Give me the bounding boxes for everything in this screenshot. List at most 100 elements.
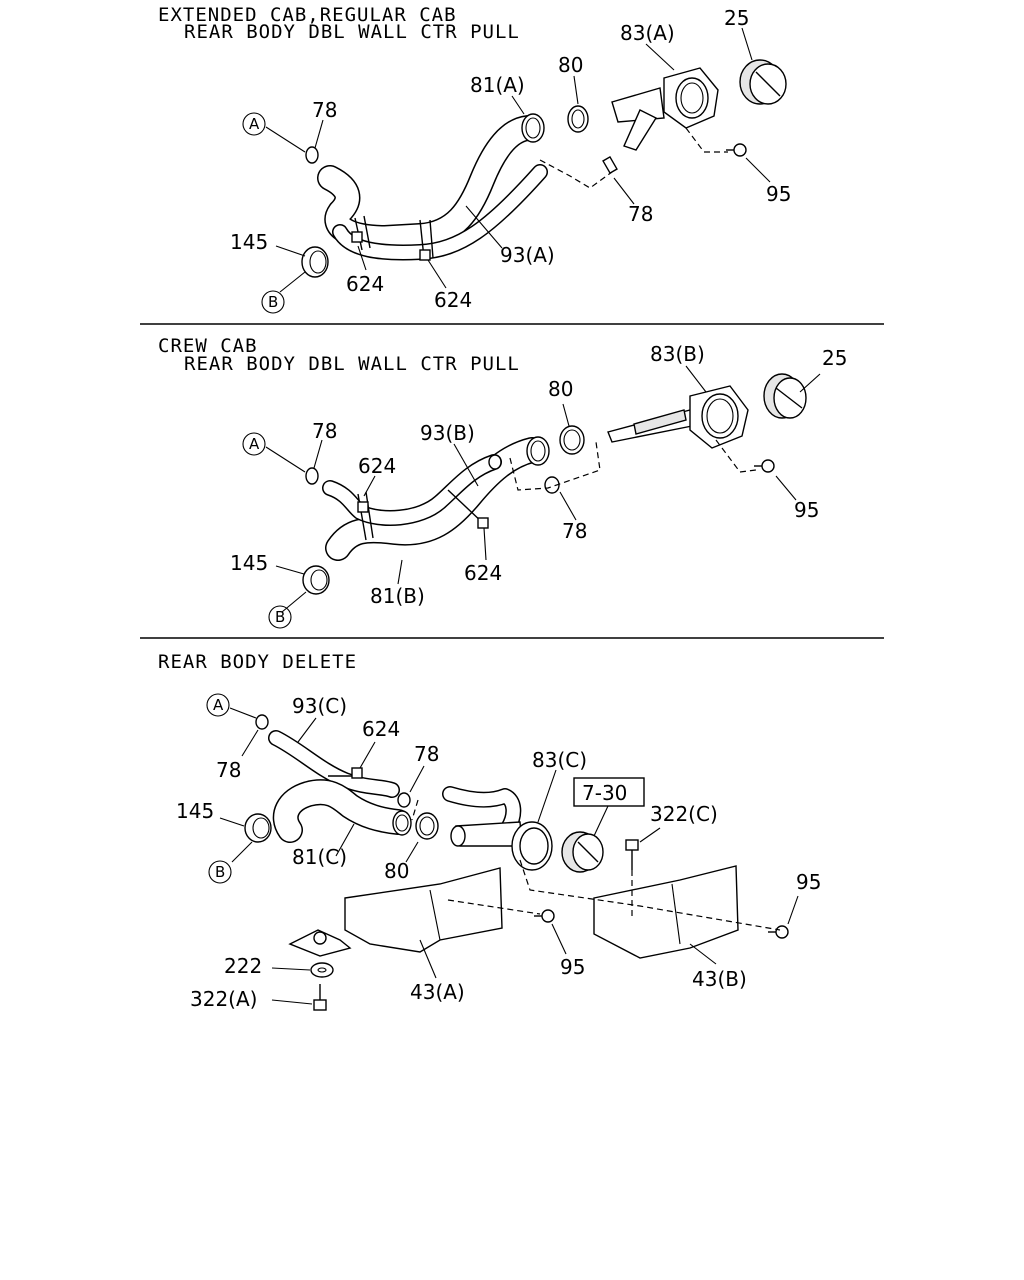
fuel-cap-25 (763, 373, 807, 419)
callout-43a: 43(A) (410, 980, 465, 1004)
connector-a-label: A (249, 435, 260, 453)
callout-624: 624 (362, 717, 400, 741)
clamp-624-left (351, 215, 371, 251)
reference-label: 7-30 (582, 781, 627, 805)
connector-a-marker: A (206, 693, 230, 717)
callout-78-top: 78 (312, 419, 337, 443)
callout-78-left: 78 (216, 758, 241, 782)
callout-93b: 93(B) (420, 421, 475, 445)
callout-145: 145 (230, 230, 268, 254)
clamp-78-small (305, 467, 319, 485)
clamp-80 (567, 105, 589, 133)
clamp-78-lower (544, 476, 560, 494)
connector-dash-2 (685, 127, 728, 153)
filler-hose-81a (317, 113, 545, 251)
callout-95-left: 95 (560, 955, 585, 979)
callout-624-lower: 624 (464, 561, 502, 585)
connector-a-marker: A (242, 432, 266, 456)
connector-b-label: B (268, 293, 278, 311)
clamp-145 (302, 565, 330, 595)
bolt-95-left (534, 909, 555, 923)
washer-222 (310, 962, 334, 978)
bolt-322a (313, 984, 327, 1011)
callout-78-mid: 78 (414, 742, 439, 766)
callout-83b: 83(B) (650, 342, 705, 366)
connector-dash-1 (509, 441, 601, 491)
callout-93c: 93(C) (292, 694, 347, 718)
connector-dash-2 (447, 899, 541, 915)
callout-25: 25 (822, 346, 847, 370)
callout-81c: 81(C) (292, 845, 347, 869)
connector-a-marker: A (242, 112, 266, 136)
filler-hose-81c (272, 779, 412, 843)
vent-hose-93c (268, 730, 400, 798)
bolt-95 (726, 143, 747, 157)
callout-624-right: 624 (434, 288, 472, 312)
connector-a-label: A (213, 696, 224, 714)
filler-neck-83a (611, 67, 719, 151)
connector-dash-1 (539, 159, 613, 189)
clamp-624-lower (447, 489, 489, 529)
connector-a-label: A (249, 115, 260, 133)
section-3-heading-line-1: REAR BODY DELETE (158, 651, 357, 673)
fuel-cap-25 (739, 59, 787, 105)
clamp-78-small (255, 714, 269, 730)
clamp-78-mid (397, 792, 411, 808)
callout-83c: 83(C) (532, 748, 587, 772)
callout-322c: 322(C) (650, 802, 718, 826)
connector-b-label: B (215, 863, 225, 881)
callout-43b: 43(B) (692, 967, 747, 991)
callout-78-lower: 78 (562, 519, 587, 543)
clamp-80 (559, 425, 585, 455)
section-crew-cab: CREW CAB REAR BODY DBL WALL CTR PULL (158, 335, 847, 629)
connector-dash-1 (519, 859, 781, 931)
section-1-heading-line-1: EXTENDED CAB,REGULAR CAB (158, 4, 457, 26)
filler-neck-83c (442, 786, 553, 871)
callout-25: 25 (724, 6, 749, 30)
section-2-heading-line-2: REAR BODY DBL WALL CTR PULL (184, 353, 520, 375)
fuel-cap (561, 831, 604, 873)
bolt-322c (625, 839, 639, 870)
callout-624-upper: 624 (358, 454, 396, 478)
clamp-78-small (305, 146, 319, 164)
clamp-624-upper (357, 491, 374, 541)
callout-78-top: 78 (312, 98, 337, 122)
callout-81a: 81(A) (470, 73, 525, 97)
clamp-624-right (419, 219, 434, 261)
callout-81b: 81(B) (370, 584, 425, 608)
clamp-145 (301, 246, 329, 278)
clamp-80 (415, 812, 439, 840)
vent-hose-93b (322, 454, 502, 526)
bolt-95 (754, 459, 775, 473)
callout-80: 80 (548, 377, 573, 401)
callout-322a: 322(A) (190, 987, 257, 1011)
callout-222: 222 (224, 954, 262, 978)
connector-dash-4 (411, 799, 419, 821)
clamp-78-lower (602, 155, 618, 175)
callout-95: 95 (794, 498, 819, 522)
connector-b-label: B (275, 608, 285, 626)
connector-dash-2 (715, 439, 757, 473)
section-2-heading-line-1: CREW CAB (158, 335, 258, 357)
connector-b-marker: B (208, 860, 232, 884)
section-1-heading-line-2: REAR BODY DBL WALL CTR PULL (184, 21, 520, 43)
callout-83a: 83(A) (620, 21, 675, 45)
callout-80: 80 (558, 53, 583, 77)
heat-shield-43b (593, 865, 739, 959)
connector-b-marker: B (268, 605, 292, 629)
callout-93a: 93(A) (500, 243, 555, 267)
callout-95-right: 95 (796, 870, 821, 894)
reference-box-7-30: 7-30 (573, 777, 645, 807)
heat-shield-43a (288, 867, 503, 957)
filler-neck-83b (607, 385, 749, 449)
callout-80: 80 (384, 859, 409, 883)
clamp-624 (328, 767, 363, 779)
clamp-145 (244, 813, 272, 843)
callout-145: 145 (230, 551, 268, 575)
callout-145: 145 (176, 799, 214, 823)
section-extended-regular-cab: EXTENDED CAB,REGULAR CAB REAR BODY DBL W… (158, 4, 791, 314)
callout-624-left: 624 (346, 272, 384, 296)
connector-b-marker: B (261, 290, 285, 314)
section-rear-body-delete: REAR BODY DELETE (158, 651, 821, 1011)
